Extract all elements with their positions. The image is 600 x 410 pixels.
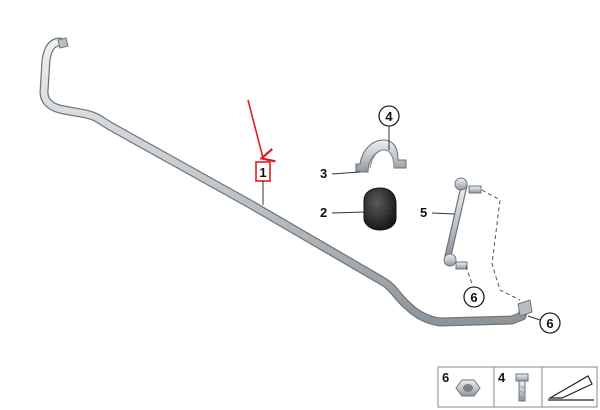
tool-arrow-icon — [547, 375, 594, 401]
link-rod-icon — [443, 177, 482, 270]
part-4-number: 4 — [385, 109, 393, 124]
part-2-number: 2 — [320, 205, 327, 220]
callout-part-1[interactable]: 1 — [255, 161, 271, 205]
hex-nut-icon — [455, 379, 481, 397]
part-1-number: 1 — [259, 165, 266, 180]
stabilizer-bar-icon — [39, 37, 533, 327]
legend-bolt-number: 4 — [498, 370, 506, 385]
callout-part-2[interactable]: 2 — [320, 205, 365, 220]
callout-part-5[interactable]: 5 — [420, 205, 455, 220]
bolt-icon — [515, 373, 529, 402]
callout-part-4[interactable]: 4 — [378, 105, 400, 150]
part-3-number: 3 — [320, 166, 327, 181]
part-6-number: 6 — [470, 290, 477, 305]
callout-part-6-upper[interactable]: 6 — [463, 286, 485, 308]
hardware-legend: 6 4 — [437, 366, 598, 408]
part-6-number: 6 — [546, 316, 553, 331]
legend-bolt[interactable]: 4 — [498, 370, 529, 402]
legend-nut-number: 6 — [442, 370, 449, 385]
callout-part-3[interactable]: 3 — [320, 166, 361, 181]
bracket-icon — [355, 139, 407, 173]
highlight-arrow — [247, 99, 263, 158]
part-5-number: 5 — [420, 205, 427, 220]
assembly-line — [481, 189, 521, 301]
assembly-line — [465, 265, 473, 285]
callout-part-6-lower[interactable]: 6 — [527, 312, 561, 334]
rubber-bushing-icon — [363, 187, 397, 231]
legend-nut[interactable]: 6 — [442, 370, 481, 397]
